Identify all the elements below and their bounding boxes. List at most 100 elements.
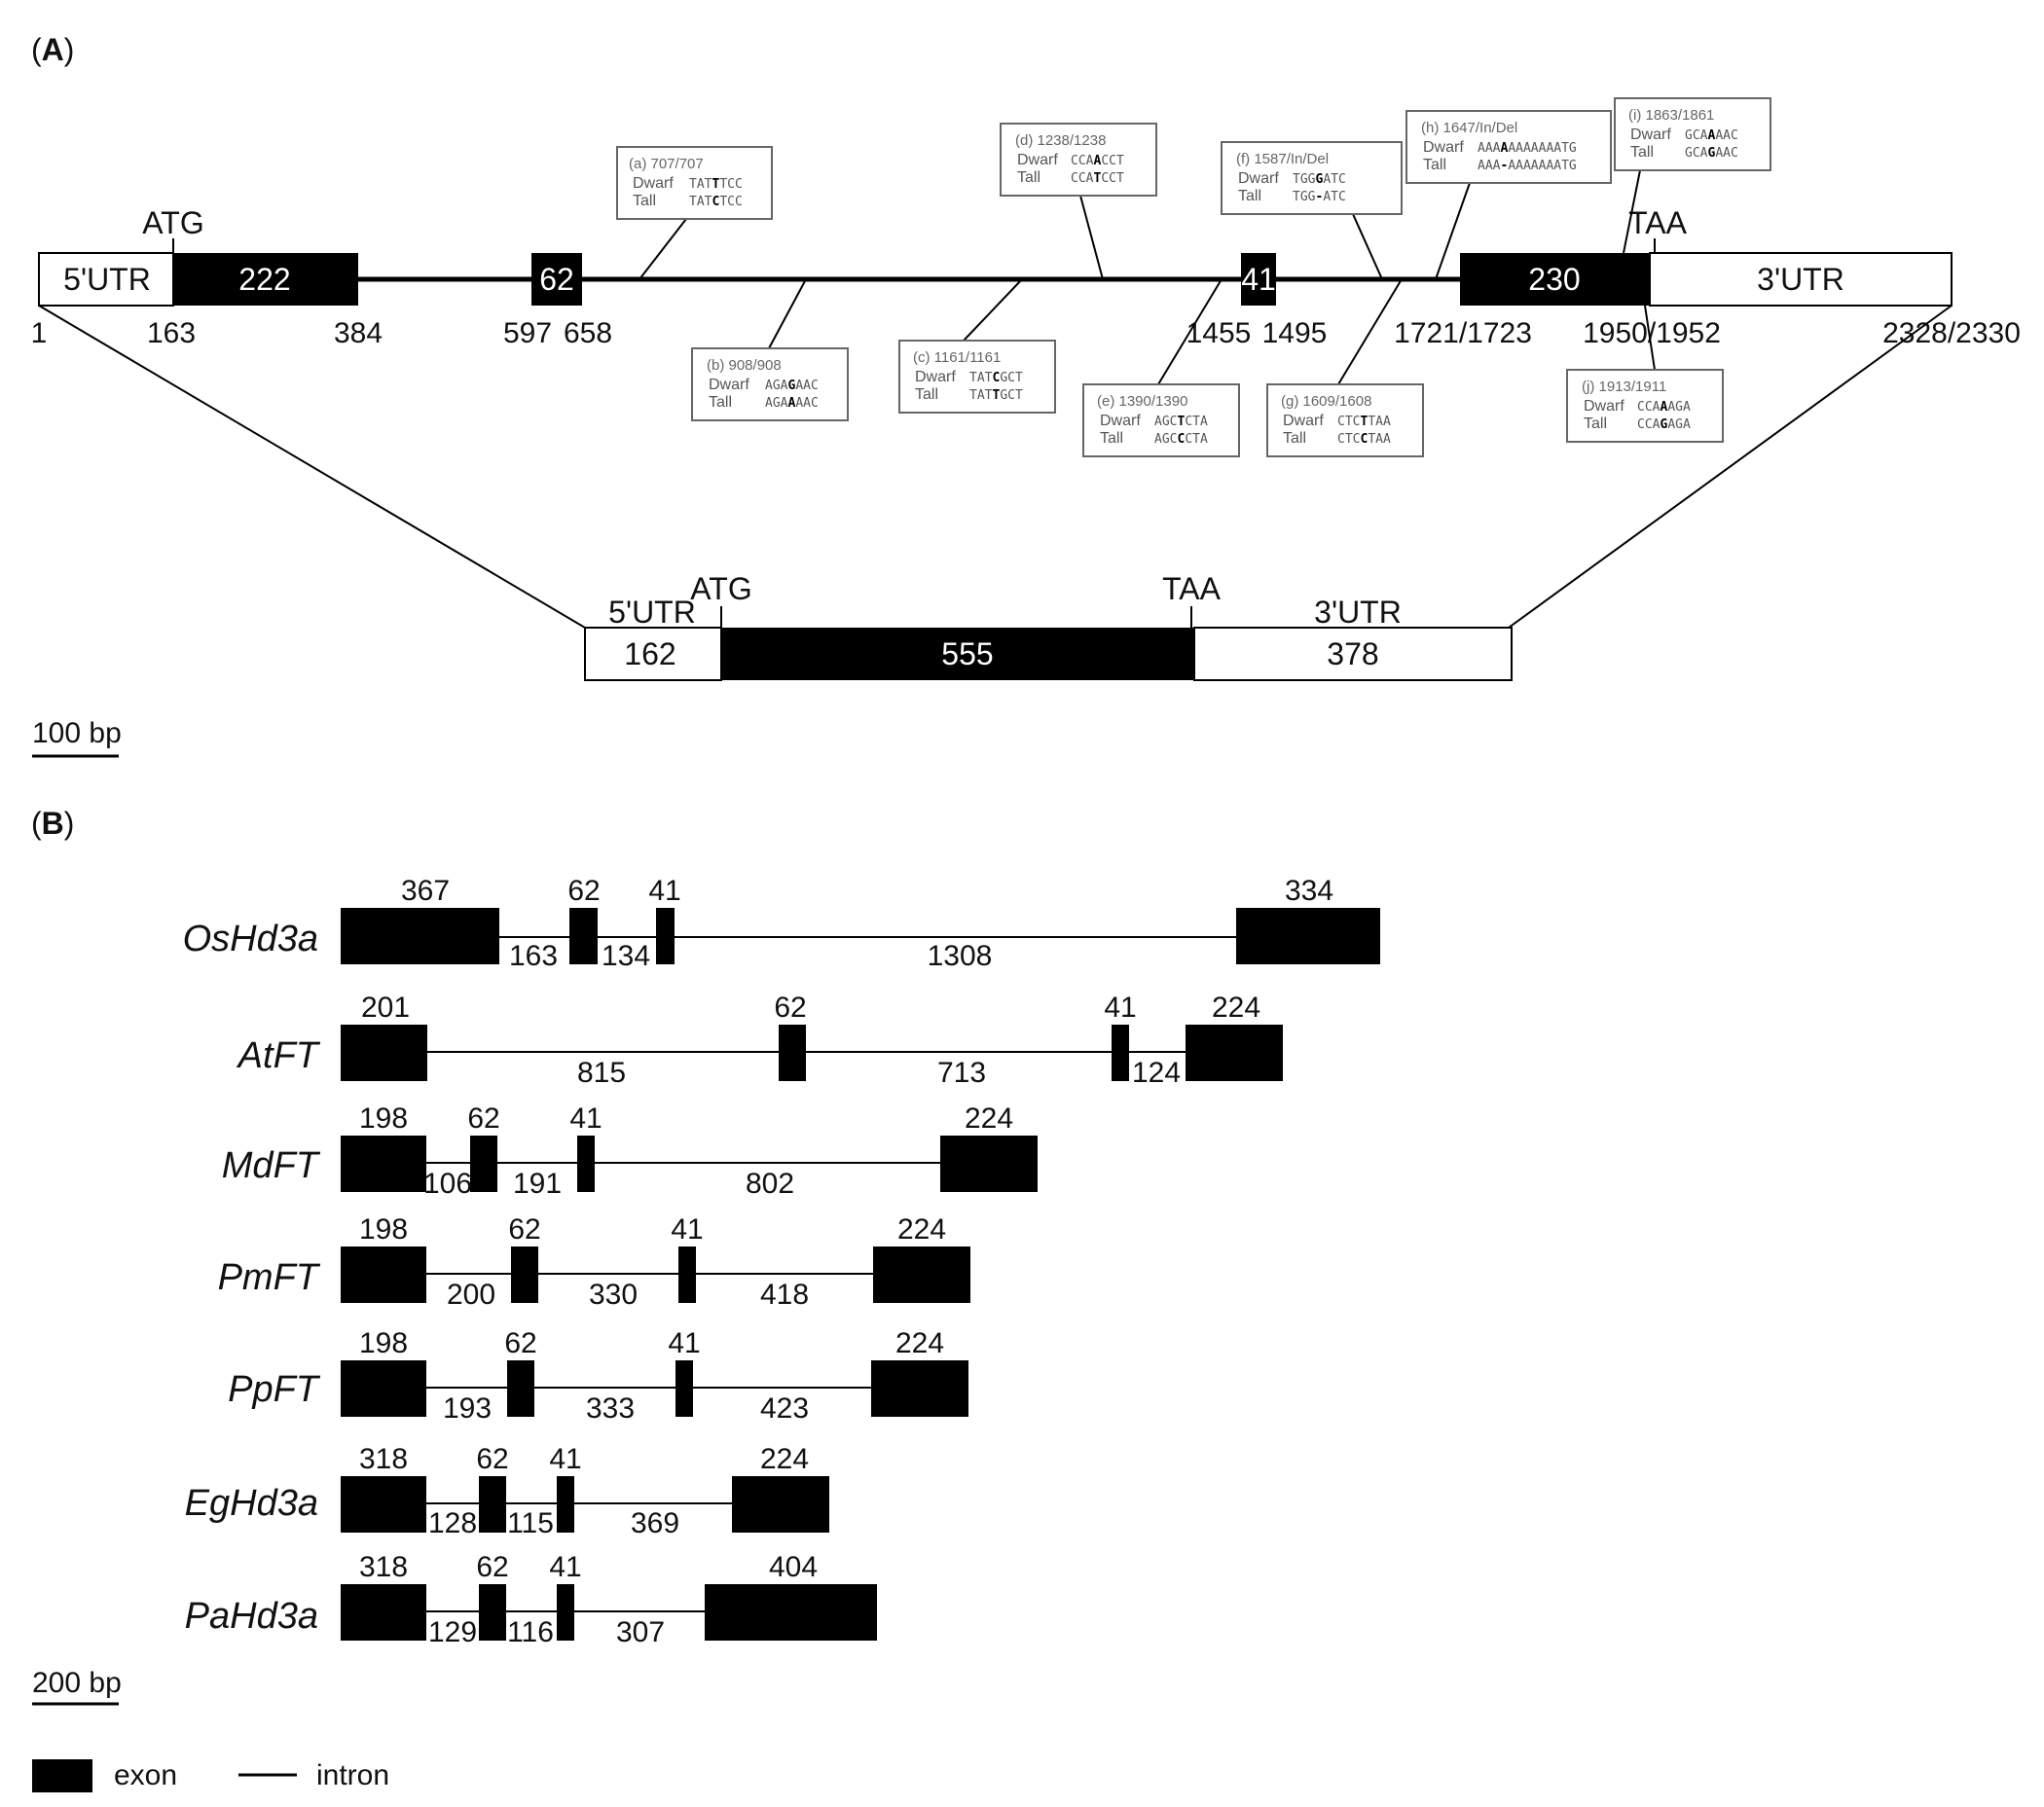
mrna-utr5-length: 162 — [624, 636, 675, 671]
gene-name: PmFT — [218, 1257, 321, 1298]
exon-4 — [732, 1476, 829, 1533]
exon-2 — [779, 1025, 806, 1081]
intron-length: 128 — [428, 1507, 477, 1539]
scale-bar-b: 200 bp — [32, 1667, 122, 1706]
scale-bar-a: 100 bp — [32, 717, 122, 758]
exon-length: 41 — [1104, 992, 1136, 1024]
position-label: 384 — [334, 317, 383, 349]
exon-4 — [1236, 908, 1380, 964]
legend-exon-swatch — [32, 1759, 92, 1792]
svg-text:Tall: Tall — [1283, 430, 1306, 447]
mrna-utr5-box — [584, 627, 722, 681]
intron-length: 307 — [616, 1616, 665, 1648]
utr3-label: 3'UTR — [1757, 262, 1844, 297]
snp-box-c: (c) 1161/1161 Dwarf TATCGCT Tall TATTGCT — [898, 340, 1056, 414]
mrna-cds-length: 555 — [941, 636, 993, 671]
snp-box-e: (e) 1390/1390 Dwarf AGCTCTA Tall AGCCCTA — [1082, 383, 1240, 457]
snp-callout-lines — [639, 169, 1656, 385]
intron-length: 106 — [423, 1168, 472, 1200]
svg-text:(h) 1647/In/Del: (h) 1647/In/Del — [1421, 120, 1517, 136]
snp-box-j: (j) 1913/1911 Dwarf CCAAAGA Tall CCAGAGA — [1566, 369, 1724, 443]
mrna-projection-lines — [38, 305, 1953, 629]
svg-text:AGCTCTA: AGCTCTA — [1154, 415, 1208, 429]
svg-text:Tall: Tall — [1238, 188, 1261, 204]
gene-name: EgHd3a — [185, 1483, 318, 1524]
svg-text:Dwarf: Dwarf — [1423, 139, 1464, 156]
snp-box-i: (i) 1863/1861 Dwarf GCAAAAC Tall GCAGAAC — [1614, 97, 1771, 171]
start-codon-label: ATG — [142, 205, 203, 240]
svg-text:AGAGAAC: AGAGAAC — [765, 379, 819, 393]
exon-4 — [871, 1360, 968, 1417]
intron-length: 200 — [447, 1279, 495, 1311]
svg-text:AGCCCTA: AGCCCTA — [1154, 432, 1208, 447]
snp-box-a: (a) 707/707 Dwarf TATTTCC Tall TATCTCC — [616, 146, 773, 220]
exon-4-label: 230 — [1528, 262, 1580, 297]
gene-row-pahd3a: PaHd3a 318 62 41 404 129 116 307 — [185, 1551, 877, 1648]
exon-4 — [1186, 1025, 1283, 1081]
svg-text:Tall: Tall — [915, 386, 938, 403]
snp-box-b: (b) 908/908 Dwarf AGAGAAC Tall AGAAAAC — [691, 347, 849, 421]
intron-length: 333 — [586, 1392, 635, 1425]
exon-length: 198 — [359, 1213, 408, 1246]
svg-text:Dwarf: Dwarf — [1283, 413, 1324, 429]
exon-length: 41 — [668, 1327, 700, 1359]
exon-4 — [1460, 253, 1650, 306]
intron-length: 193 — [443, 1392, 492, 1425]
exon-1 — [341, 1584, 426, 1641]
position-label: 1455 — [1186, 317, 1252, 349]
panel-a-label: (A) — [31, 32, 74, 67]
position-label: 1495 — [1262, 317, 1328, 349]
svg-text:Dwarf: Dwarf — [633, 175, 674, 192]
svg-text:Dwarf: Dwarf — [1100, 413, 1141, 429]
svg-text:Tall: Tall — [1423, 157, 1446, 173]
svg-text:(b) 908/908: (b) 908/908 — [707, 357, 782, 374]
intron-length: 369 — [631, 1507, 679, 1539]
exon-length: 41 — [671, 1213, 703, 1246]
exon-3 — [656, 908, 675, 964]
exon-2 — [479, 1584, 506, 1641]
svg-text:TATCTCC: TATCTCC — [689, 195, 743, 209]
gene-row-eghd3a: EgHd3a 318 62 41 224 128 115 369 — [185, 1443, 829, 1539]
exon-length: 62 — [508, 1213, 540, 1246]
exon-2 — [470, 1136, 497, 1192]
intron-length: 802 — [746, 1168, 794, 1200]
exon-length: 62 — [774, 992, 806, 1024]
svg-text:TATCGCT: TATCGCT — [969, 371, 1023, 385]
exon-length: 224 — [760, 1443, 809, 1475]
intron-length: 124 — [1132, 1057, 1181, 1089]
exon-length: 198 — [359, 1327, 408, 1359]
exon-3 — [678, 1247, 696, 1303]
exon-length: 224 — [895, 1327, 944, 1359]
svg-text:CTCCTAA: CTCCTAA — [1337, 432, 1391, 447]
intron-length: 129 — [428, 1616, 477, 1648]
intron-length: 115 — [507, 1507, 554, 1539]
scale-bar-b-label: 200 bp — [32, 1667, 122, 1699]
position-label: 597 — [503, 317, 552, 349]
snp-box-g: (g) 1609/1608 Dwarf CTCTTAA Tall CTCCTAA — [1266, 383, 1424, 457]
exon-3 — [577, 1136, 595, 1192]
exon-length: 224 — [897, 1213, 946, 1246]
exon-1 — [341, 908, 499, 964]
gene-row-ppft: PpFT 198 62 41 224 193 333 423 — [228, 1327, 968, 1425]
exon-length: 334 — [1285, 875, 1333, 907]
svg-text:TATTGCT: TATTGCT — [969, 388, 1023, 403]
svg-text:(j) 1913/1911: (j) 1913/1911 — [1582, 379, 1666, 395]
svg-text:Tall: Tall — [1100, 430, 1123, 447]
svg-text:Dwarf: Dwarf — [1584, 398, 1624, 415]
svg-text:Tall: Tall — [1630, 144, 1654, 161]
intron-length: 815 — [577, 1057, 626, 1089]
mrna-utr3-length: 378 — [1327, 636, 1378, 671]
exon-length: 62 — [476, 1551, 508, 1583]
gene-name: OsHd3a — [183, 919, 318, 959]
intron-length: 163 — [509, 940, 558, 972]
exon-1 — [341, 1476, 426, 1533]
position-label: 2328/2330 — [1882, 317, 2021, 349]
svg-text:Dwarf: Dwarf — [915, 369, 956, 385]
svg-text:Dwarf: Dwarf — [1630, 126, 1671, 143]
exon-1 — [173, 253, 358, 306]
exon-2 — [531, 253, 582, 306]
exon-1 — [341, 1136, 426, 1192]
exon-length: 62 — [467, 1102, 499, 1135]
svg-text:Dwarf: Dwarf — [1238, 170, 1279, 187]
exon-3 — [1112, 1025, 1129, 1081]
